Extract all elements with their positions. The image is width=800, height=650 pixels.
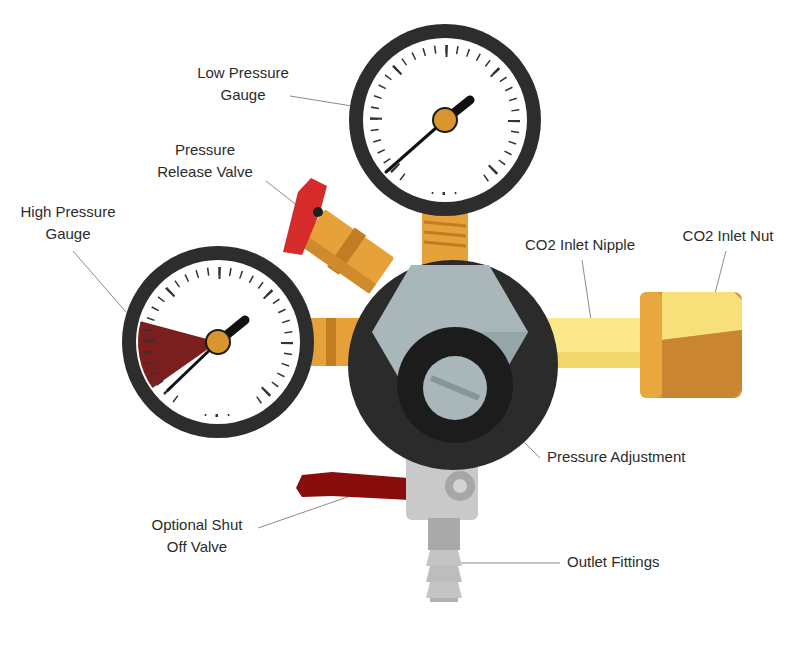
knob-slot [431,378,479,398]
leader-line [258,492,362,528]
body-housing [348,260,558,470]
gauge-face [363,38,527,202]
release-lever [283,178,327,255]
gauge-minor-ticks [147,271,289,413]
outlet-stem [428,518,460,550]
gauge-bezel [122,246,314,438]
part-label: Pressure Adjustment [547,446,685,468]
part-label: CO2 Inlet Nipple [525,234,635,256]
regulator-body [348,260,558,470]
barb [426,550,462,566]
nut-rim [640,292,662,398]
barb [426,566,462,582]
part-label: Low Pressure Gauge [188,62,298,106]
part-label: CO2 Inlet Nut [683,225,774,247]
stem-threads [424,222,466,246]
outlet-fitting [426,518,462,602]
thread-line [424,242,466,246]
barb-end [430,598,458,602]
nut-body [640,292,742,398]
valve-handle [296,472,410,500]
part-label: Optional Shut Off Valve [145,514,249,558]
nut-face-bottom [662,330,742,398]
gauge-hub [433,108,457,132]
leader-line [73,251,126,312]
inlet-nut [640,292,742,398]
gauge-minor-ticks [374,49,516,191]
lever-pin [313,207,323,217]
bonnet [397,327,513,443]
thread-line [424,222,466,226]
valve-boss-center [453,479,467,493]
valve-shade [300,235,377,294]
gauge-bezel [349,24,541,216]
barb [426,582,462,598]
gauge-face [136,260,300,424]
pipe-band [326,318,336,366]
high-pressure-gauge [122,246,314,438]
gauge-hub [206,330,230,354]
leader-line [290,96,352,106]
adjustment-knob [423,356,487,420]
part-label: High Pressure Gauge [14,201,122,245]
inlet-nipple [546,318,656,368]
low-pressure-gauge [349,24,541,216]
part-label: Outlet Fittings [567,551,660,573]
valve-boss [445,471,475,501]
leader-line [458,563,560,564]
nipple-shade [546,352,656,368]
thread-line [424,232,466,236]
part-label: Pressure Release Valve [151,139,259,183]
